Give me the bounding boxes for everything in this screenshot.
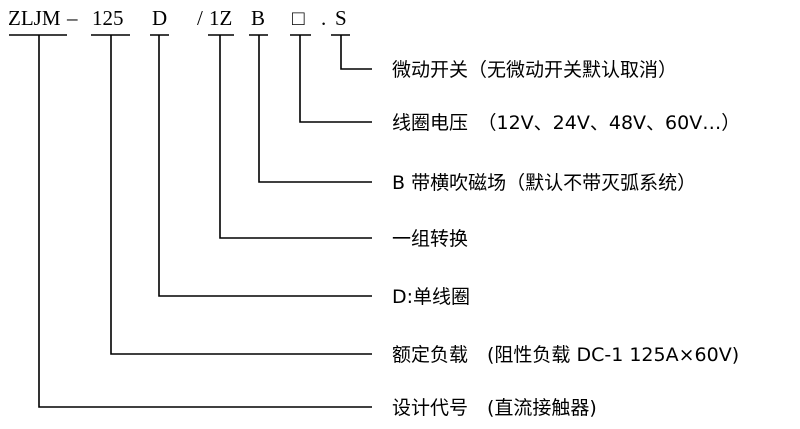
code-dash: – <box>66 6 78 30</box>
leader-blowout <box>258 35 372 183</box>
code-slash: / <box>197 6 203 30</box>
legend-blowout: B 带横吹磁场（默认不带灭弧系统） <box>392 172 696 194</box>
leader-contacts <box>219 35 372 239</box>
leader-prefix <box>38 35 372 408</box>
legend-coil-type: D:单线圈 <box>392 286 470 308</box>
code-coil-type: D <box>152 6 167 30</box>
leader-voltage <box>299 35 372 123</box>
code-voltage: □ <box>292 6 305 30</box>
legend-voltage: 线圈电压 （12V、24V、48V、60V…） <box>392 112 740 134</box>
legend-contacts: 一组转换 <box>392 228 468 250</box>
code-contacts: 1Z <box>209 6 232 30</box>
leader-current <box>110 35 372 355</box>
code-blowout: B <box>251 6 265 30</box>
code-current: 125 <box>92 6 124 30</box>
code-dot: . <box>321 6 326 30</box>
legend-prefix: 设计代号 (直流接触器) <box>392 397 597 419</box>
code-switch: S <box>335 6 347 30</box>
leader-switch <box>340 35 372 70</box>
legend-current: 额定负载 (阻性负载 DC-1 125A×60V) <box>392 344 739 366</box>
code-prefix: ZLJM <box>8 6 61 30</box>
legend-switch: 微动开关（无微动开关默认取消） <box>392 59 677 81</box>
leader-coil-type <box>158 35 372 297</box>
